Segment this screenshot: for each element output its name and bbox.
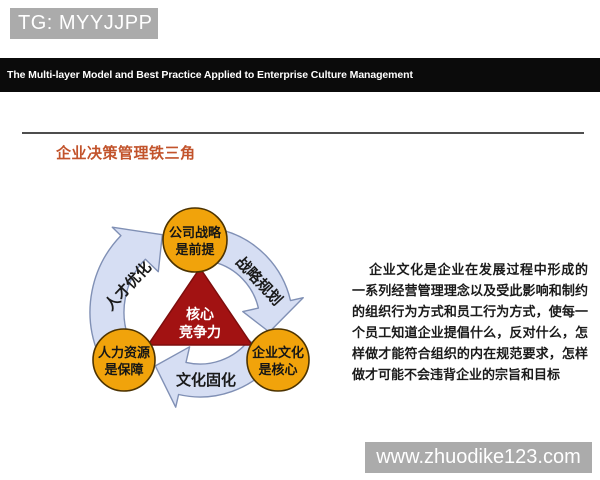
arrow-bottom-label: 文化固化 (176, 371, 236, 389)
node-bottom-left-circle (92, 328, 156, 392)
banner-title: The Multi-layer Model and Best Practice … (7, 69, 413, 81)
node-bottom-right-label-line1: 企业文化 (251, 345, 304, 360)
node-top-label-line2: 是前提 (174, 242, 215, 257)
node-bottom-right-circle (246, 328, 310, 392)
arrow-bottom (154, 339, 276, 408)
node-top-label-line1: 公司战略 (169, 225, 222, 240)
core-label-line2: 竞争力 (179, 324, 221, 340)
node-bottom-right-label-line2: 是核心 (257, 362, 297, 377)
divider-line (22, 132, 584, 134)
bottom-watermark: www.zhuodike123.com (365, 442, 592, 473)
bottom-watermark-label: www.zhuodike123.com (376, 446, 581, 468)
slide-title: 企业决策管理铁三角 (56, 145, 196, 162)
header-banner: The Multi-layer Model and Best Practice … (0, 58, 600, 92)
arrow-left (89, 226, 163, 354)
top-watermark: TG: MYYJJPP (10, 8, 158, 39)
arrow-right (213, 229, 304, 333)
node-top-circle (162, 207, 228, 273)
node-bottom-left-label-line2: 是保障 (103, 362, 143, 377)
core-triangle (146, 266, 254, 346)
top-watermark-label: TG: MYYJJPP (18, 12, 153, 34)
core-label-line1: 核心 (186, 306, 214, 322)
body-paragraph: 企业文化是企业在发展过程中形成的一系列经营管理理念以及受此影响和制约的组织行为方… (352, 262, 588, 382)
node-bottom-left-label-line1: 人力资源 (98, 345, 150, 360)
